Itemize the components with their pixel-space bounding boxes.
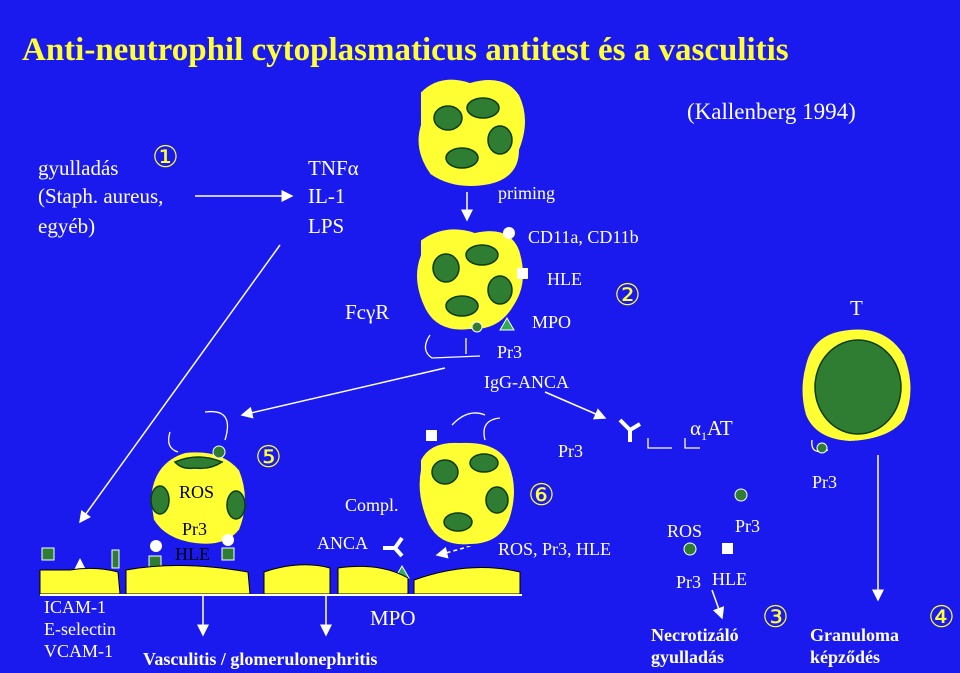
label-igg-anca: IgG-ANCA — [484, 373, 569, 391]
arrow-igg-anca — [545, 392, 605, 418]
label-hle: HLE — [547, 270, 582, 288]
pr3-granule-2 — [684, 543, 696, 555]
label-pr3-center: Pr3 — [558, 442, 583, 460]
arrow-to-adhesion — [242, 368, 445, 415]
label-cd11: CD11a, CD11b — [528, 228, 639, 246]
neutrophil-activated — [419, 413, 515, 545]
label-ros-right: ROS — [667, 522, 702, 540]
label-hle-cell: HLE — [175, 545, 210, 563]
label-mpo-bottom: MPO — [370, 608, 416, 629]
step-6-badge: ⑥ — [528, 478, 555, 513]
label-necro-2: gyulladás — [651, 648, 724, 666]
trigger-line2: (Staph. aureus, — [38, 186, 163, 207]
pr3-granule-1 — [735, 489, 747, 501]
hle-granule — [722, 543, 733, 554]
label-t-cell: T — [850, 298, 863, 319]
label-ros-cell: ROS — [179, 483, 214, 501]
neutrophil-primed — [416, 228, 524, 358]
label-anca: ANCA — [317, 534, 368, 552]
trigger-line1: gyulladás — [38, 158, 118, 179]
icam-marker — [42, 548, 54, 560]
label-vasculitis: Vasculitis / glomerulonephritis — [143, 650, 377, 668]
label-pr3-right: Pr3 — [735, 517, 760, 535]
label-necro-1: Necrotizáló — [651, 626, 739, 644]
anca-antibody — [383, 538, 402, 556]
label-mpo: MPO — [532, 313, 571, 331]
label-priming: priming — [498, 184, 555, 202]
endothelium — [40, 565, 520, 594]
label-ros-pr3-hle: ROS, Pr3, HLE — [498, 540, 611, 558]
vcam-marker — [112, 550, 119, 568]
endo-circle-2 — [222, 534, 234, 546]
page-title: Anti-neutrophil cytoplasmaticus antitest… — [22, 34, 789, 67]
endo-circle-1 — [150, 540, 162, 552]
label-granuloma-2: képződés — [810, 648, 880, 666]
label-vcam1: VCAM-1 — [44, 642, 113, 660]
cytokine-lps: LPS — [308, 216, 344, 237]
step-5-badge: ⑤ — [255, 440, 282, 475]
citation: (Kallenberg 1994) — [687, 100, 856, 123]
label-granuloma-1: Granuloma — [810, 626, 899, 644]
pr3-marker — [472, 322, 482, 332]
endo-square-2 — [222, 548, 234, 560]
cytokine-il1: IL-1 — [308, 186, 345, 207]
step-1-badge: ① — [152, 140, 179, 175]
cd11-marker — [503, 227, 515, 239]
label-pr3: Pr3 — [497, 343, 522, 361]
label-eselectin: E-selectin — [44, 620, 116, 638]
hle-marker — [517, 268, 528, 279]
label-hle-bottom: HLE — [712, 570, 747, 588]
neutrophil-top — [418, 79, 526, 187]
step-3-badge: ③ — [762, 600, 789, 635]
step-4-badge: ④ — [928, 600, 955, 635]
label-compl: Compl. — [345, 496, 399, 514]
free-anca-antibody — [620, 420, 640, 442]
label-pr3-cell: Pr3 — [182, 520, 207, 538]
label-pr3-bottom: Pr3 — [676, 573, 701, 591]
step-2-badge: ② — [614, 278, 641, 313]
label-alpha-at: α1AT — [690, 418, 733, 442]
arrow-necrosis — [712, 590, 722, 618]
label-pr3-t: Pr3 — [812, 473, 837, 491]
label-icam1: ICAM-1 — [44, 598, 106, 616]
t-cell — [802, 328, 912, 453]
label-fcgr: FcγR — [345, 302, 389, 323]
cytokine-tnfa: TNFα — [308, 158, 359, 179]
trigger-line3: egyéb) — [38, 216, 95, 237]
